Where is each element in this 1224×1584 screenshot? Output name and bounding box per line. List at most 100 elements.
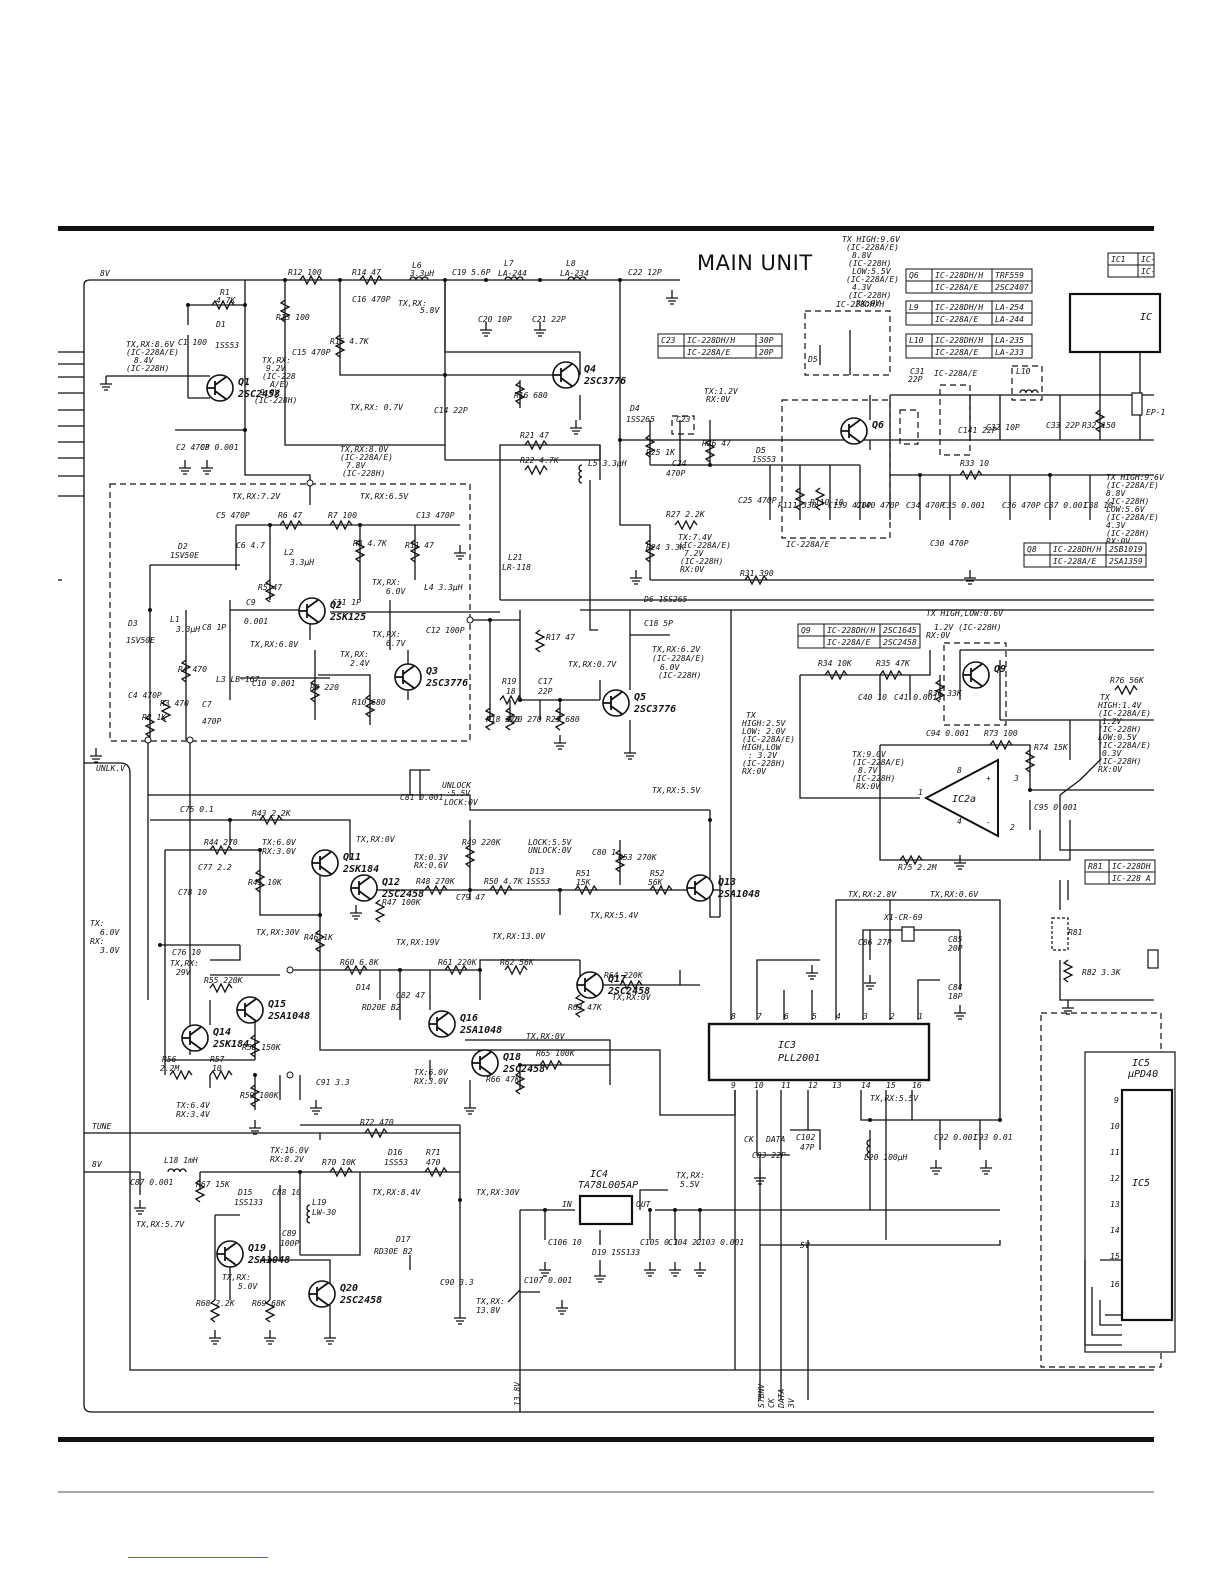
component-label: D17 bbox=[395, 1235, 411, 1244]
component-label: C36 470P bbox=[1002, 501, 1041, 510]
component-label: TX,RX:6.2V bbox=[652, 645, 701, 654]
component-label: (IC-228A/E) bbox=[846, 243, 899, 252]
left-connector-stubs bbox=[58, 351, 84, 581]
component-label: 20P bbox=[948, 944, 963, 953]
component-label: 22P bbox=[538, 687, 553, 696]
component-label: R31 390 bbox=[740, 569, 774, 578]
component-label: D5 bbox=[807, 355, 818, 364]
component-label: (IC-228A/E) bbox=[1098, 741, 1151, 750]
transistor-ref: Q19 bbox=[248, 1243, 266, 1254]
table-cell: IC-228DH/H bbox=[687, 336, 735, 345]
component-label: L10 bbox=[1016, 367, 1031, 376]
component-label: R17 47 bbox=[546, 633, 575, 642]
component-label: C86 27P bbox=[858, 938, 892, 947]
component-label: R19 bbox=[502, 677, 517, 686]
table-cell: IC-228 A bbox=[1112, 874, 1151, 883]
svg-text:+: + bbox=[986, 774, 991, 783]
component-label: R81 bbox=[1068, 928, 1082, 937]
ic-bodies: IC3 PLL2001 IC4 TA78L005AP IC2a +- IC IC… bbox=[578, 292, 1176, 1353]
component-label: 4.3V bbox=[1106, 521, 1126, 530]
component-label: TX:16.0V bbox=[270, 1146, 310, 1155]
component-label: R71 bbox=[426, 1148, 440, 1157]
component-label: R58 150K bbox=[242, 1043, 282, 1052]
component-label: R53 270K bbox=[618, 853, 658, 862]
pin-number: 10 bbox=[1110, 1122, 1120, 1131]
rail-5v: 5V bbox=[800, 1241, 811, 1250]
component-label: IC-228A/E bbox=[786, 540, 830, 549]
component-label: C11 1P bbox=[332, 598, 361, 607]
component-label: TX,RX:0V bbox=[612, 993, 652, 1002]
component-label: 1SV50E bbox=[126, 636, 155, 645]
transistor-ref: Q18 bbox=[503, 1052, 521, 1063]
inductor-symbols bbox=[167, 276, 1039, 1224]
component-label: R23 680 bbox=[546, 715, 580, 724]
component-label: TX,RX:8.4V bbox=[372, 1188, 421, 1197]
component-label: D5 bbox=[755, 446, 766, 455]
table-cell: IC1 bbox=[1111, 255, 1125, 264]
component-label: C78 10 bbox=[178, 888, 207, 897]
svg-text:µPD40: µPD40 bbox=[1127, 1069, 1158, 1080]
component-label: R5 47 bbox=[258, 583, 282, 592]
component-label: C93 0.01 bbox=[974, 1133, 1013, 1142]
component-label: TX,RX:5.5V bbox=[652, 786, 701, 795]
pin-number: 14 bbox=[1110, 1226, 1120, 1235]
component-label: R48 270K bbox=[416, 877, 456, 886]
component-label: R70 10K bbox=[322, 1158, 357, 1167]
component-label: R16 680 bbox=[514, 391, 548, 400]
component-label: (IC-228H) bbox=[680, 557, 723, 566]
transistor-type: 2SK125 bbox=[329, 612, 366, 623]
component-label: C140 470P bbox=[856, 501, 900, 510]
component-label: (IC-228A/E) bbox=[742, 735, 795, 744]
component-label: 8.8V bbox=[1106, 489, 1126, 498]
svg-text:IC3: IC3 bbox=[778, 1040, 796, 1051]
table-cell: 20P bbox=[759, 348, 774, 357]
component-label: C15 470P bbox=[292, 348, 331, 357]
component-label: A/E) bbox=[269, 380, 289, 389]
component-label: RX:0V bbox=[680, 565, 705, 574]
rail-ck: CK bbox=[744, 1135, 755, 1144]
component-label: R34 10K bbox=[818, 659, 853, 668]
table-cell: LA-244 bbox=[995, 315, 1024, 324]
component-label: C83 22P bbox=[752, 1151, 786, 1160]
component-label: RX:0V bbox=[926, 631, 951, 640]
component-label: C92 0.001 bbox=[934, 1133, 977, 1142]
component-label: TX,RX: bbox=[676, 1171, 705, 1180]
table-cell: L10 bbox=[909, 336, 924, 345]
component-label: IN bbox=[562, 1200, 572, 1209]
component-label: 2.4V bbox=[350, 659, 370, 668]
component-label: 18 bbox=[506, 687, 516, 696]
component-label: C18 5P bbox=[644, 619, 673, 628]
component-label: R65 100K bbox=[536, 1049, 576, 1058]
component-label: RX:0V bbox=[742, 767, 767, 776]
transistor-ref: Q16 bbox=[460, 1013, 478, 1024]
component-label: R110 10 bbox=[810, 498, 844, 507]
ic2a-opamp bbox=[923, 758, 999, 838]
rail-3v: 3V bbox=[787, 1397, 796, 1409]
component-label: RX:3.0V bbox=[414, 1077, 449, 1086]
table-cell: 2SB1019 bbox=[1109, 545, 1143, 554]
component-label: C32 10P bbox=[986, 423, 1020, 432]
table-cell: IC- bbox=[1141, 255, 1155, 264]
component-label: RD20E B2 bbox=[362, 1003, 401, 1012]
component-label: D6 1SS265 bbox=[643, 595, 688, 604]
component-label: C75 0.1 bbox=[180, 805, 214, 814]
component-label: 15K bbox=[576, 878, 592, 887]
transistor-ref: Q4 bbox=[584, 364, 596, 375]
component-label: 6.0V bbox=[100, 928, 120, 937]
transistor-type: 2SA1048 bbox=[267, 1011, 310, 1022]
component-label: R33 10 bbox=[960, 459, 989, 468]
component-label: C7 bbox=[202, 700, 212, 709]
component-label: R50 4.7K bbox=[484, 877, 524, 886]
component-label: (IC-228H) bbox=[848, 259, 891, 268]
component-label: R44 270 bbox=[204, 838, 238, 847]
component-label: L5 3.3µH bbox=[588, 459, 627, 468]
component-label: (IC-228A/E) bbox=[1106, 481, 1159, 490]
component-label: LA-234 bbox=[560, 269, 589, 278]
component-label: D3 bbox=[127, 619, 138, 628]
component-label: 1.2V bbox=[1102, 717, 1122, 726]
component-label: L3 LB-167 bbox=[216, 675, 260, 684]
